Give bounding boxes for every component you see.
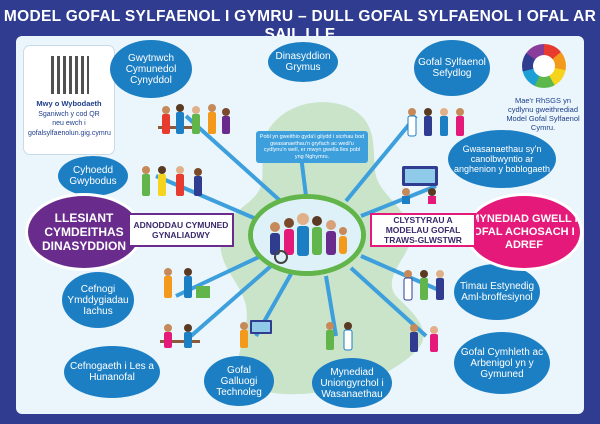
qr-line1: Sganiwch y cod QR	[38, 111, 100, 118]
scene-healthy-behaviours	[164, 268, 210, 298]
arrow-box-adnoddau-label: ADNODDAU CYMUNED GYNALIADWY	[133, 220, 229, 240]
main-panel: Mwy o Wybodaeth Sganiwch y cod QR neu ew…	[16, 36, 584, 414]
bubble-cymhleth: Gofal Cymhleth ac Arbenigol yn y Gymuned	[454, 332, 550, 394]
arrow-box-clystyrau: CLYSTYRAU A MODELAU GOFAL TRAWS-GLWSTWR	[370, 213, 476, 247]
arrow-mynediad	[324, 275, 338, 337]
bubble-cymhleth-label: Gofal Cymhleth ac Arbenigol yn y Gymuned	[460, 346, 544, 380]
bubble-timau: Timau Estynedig Aml-broffesiynol	[454, 264, 540, 320]
scene-complex-care	[410, 324, 438, 352]
model-wheel-icon	[522, 44, 566, 88]
bubble-sefydlog: Gofal Sylfaenol Sefydlog	[414, 40, 490, 96]
bubble-gwasanaethau: Gwasanaethau sy'n canolbwyntio ar anghen…	[448, 130, 556, 188]
bubble-technoleg: Gofal Galluogi Technoleg	[204, 356, 274, 406]
community-people-icon	[253, 199, 361, 271]
scene-community-group	[158, 104, 230, 134]
scene-direct-access	[326, 322, 353, 351]
wheel-caption: Mae'r RhSGS yn cydlynu gweithrediad Mode…	[506, 96, 580, 132]
bubble-dinasyddion: Dinasyddion Grymus	[268, 42, 338, 82]
scene-technology	[240, 320, 272, 348]
bubble-cefnogi-label: Cefnogi Ymddygiadau Iachus	[67, 283, 129, 317]
qr-url[interactable]: gofalsylfaenolun.gig.cymru	[28, 130, 111, 137]
arrow-gwasanaethau	[360, 184, 437, 218]
qr-line2: neu ewch i	[52, 120, 86, 127]
arrow-cyhoedd	[155, 174, 262, 223]
arrow-gwytnwch	[184, 114, 288, 208]
bubble-gwytnwch: Gwytnwch Cymunedol Cynyddol	[110, 40, 192, 98]
qr-heading: Mwy o Wybodaeth	[36, 99, 102, 108]
center-community-illustration	[248, 194, 366, 276]
scene-informed-public	[142, 166, 202, 196]
goal-llesiant-label: LLESIANT CYMDEITHAS DINASYDDION	[41, 211, 126, 253]
bubble-gwasanaethau-label: Gwasanaethau sy'n canolbwyntio ar anghen…	[453, 144, 551, 174]
arrow-lles	[189, 264, 273, 338]
goal-mynediad-label: MYNEDIAD GWELL I OFAL ACHOSACH I ADREF	[470, 212, 578, 251]
bubble-lles: Cefnogaeth i Les a Hunanofal	[64, 346, 160, 398]
scene-mdt	[403, 270, 444, 301]
bubble-cyhoedd: Cyhoedd Gwybodus	[58, 156, 128, 196]
arrow-sefydlog	[344, 114, 418, 203]
goal-mynediad: MYNEDIAD GWELL I OFAL ACHOSACH I ADREF	[468, 196, 580, 268]
bubble-cyhoedd-label: Cyhoedd Gwybodus	[69, 165, 117, 187]
bubble-dinasyddion-label: Dinasyddion Grymus	[275, 51, 331, 73]
bubble-lles-label: Cefnogaeth i Les a Hunanofal	[70, 361, 154, 383]
scene-primary-care	[407, 108, 464, 137]
arrow-box-adnoddau: ADNODDAU CYMUNED GYNALIADWY	[128, 213, 234, 247]
scene-population-services	[402, 166, 438, 204]
scene-self-care	[160, 324, 200, 348]
bubble-technoleg-label: Gofal Galluogi Technoleg	[216, 364, 262, 398]
tagline-box: Pobl yn gweithio gyda'i gilydd i sicrhau…	[256, 131, 368, 163]
qr-info-box: Mwy o Wybodaeth Sganiwch y cod QR neu ew…	[24, 46, 114, 154]
bubble-mynediad-label: Mynediad Uniongyrchol i Wasanaethau	[320, 366, 384, 400]
goal-llesiant: LLESIANT CYMDEITHAS DINASYDDION	[28, 196, 140, 268]
qr-code-icon[interactable]	[51, 56, 89, 94]
bubble-cefnogi: Cefnogi Ymddygiadau Iachus	[62, 272, 134, 328]
bubble-sefydlog-label: Gofal Sylfaenol Sefydlog	[418, 57, 486, 79]
bubble-mynediad: Mynediad Uniongyrchol i Wasanaethau	[312, 358, 392, 408]
bubble-timau-label: Timau Estynedig Aml-broffesiynol	[459, 281, 535, 303]
arrow-box-clystyrau-label: CLYSTYRAU A MODELAU GOFAL TRAWS-GLWSTWR	[384, 215, 462, 245]
bubble-gwytnwch-label: Gwytnwch Cymunedol Cynyddol	[125, 52, 177, 86]
